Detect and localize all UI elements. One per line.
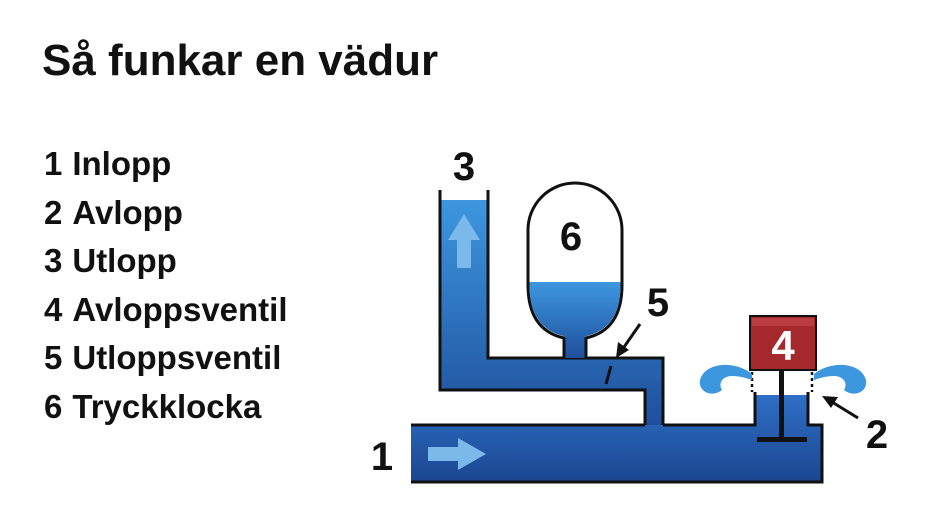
legend-label: Utloppsventil bbox=[72, 339, 282, 376]
drive-pipe-outline bbox=[411, 392, 824, 484]
pointer-arrow-icon bbox=[616, 342, 629, 358]
flow-arrow-up-icon bbox=[448, 214, 480, 268]
legend-label: Inlopp bbox=[72, 145, 172, 182]
pressure-chamber-water bbox=[529, 282, 621, 358]
delivery-valve-flap bbox=[604, 365, 613, 385]
pointer-arrow-icon bbox=[822, 396, 838, 408]
water-splash-icon bbox=[814, 364, 867, 394]
drive-pipe bbox=[411, 395, 822, 482]
label-waste-valve: 4 bbox=[771, 322, 795, 369]
water-splash-icon bbox=[699, 364, 752, 394]
legend-number: 4 bbox=[44, 290, 63, 328]
legend-number: 3 bbox=[44, 242, 63, 279]
legend-label: Avlopp bbox=[72, 193, 183, 231]
legend-number: 5 bbox=[44, 339, 63, 376]
label-delivery-valve: 5 bbox=[647, 281, 669, 325]
legend-label: Avloppsventil bbox=[72, 290, 288, 328]
legend-number: 2 bbox=[44, 193, 63, 231]
label-outlet: 3 bbox=[453, 145, 475, 189]
legend-label: Utlopp bbox=[72, 242, 177, 279]
legend-label: Tryckklocka bbox=[72, 387, 262, 425]
label-waste: 2 bbox=[866, 413, 888, 457]
waste-valve-foot bbox=[757, 437, 807, 442]
legend-number: 1 bbox=[44, 145, 63, 182]
label-inlet: 1 bbox=[371, 435, 393, 479]
legend-number: 6 bbox=[44, 387, 63, 425]
label-pressure-chamber: 6 bbox=[560, 215, 582, 259]
page-title: Så funkar en vädur bbox=[42, 36, 439, 85]
waste-valve-stem bbox=[779, 370, 784, 438]
waste-valve-highlight bbox=[752, 318, 814, 326]
pointer-arrow-icon bbox=[620, 323, 642, 351]
outlet-pipe bbox=[440, 200, 663, 425]
flow-arrow-right-icon bbox=[428, 438, 486, 470]
pointer-arrow-icon bbox=[831, 400, 859, 420]
